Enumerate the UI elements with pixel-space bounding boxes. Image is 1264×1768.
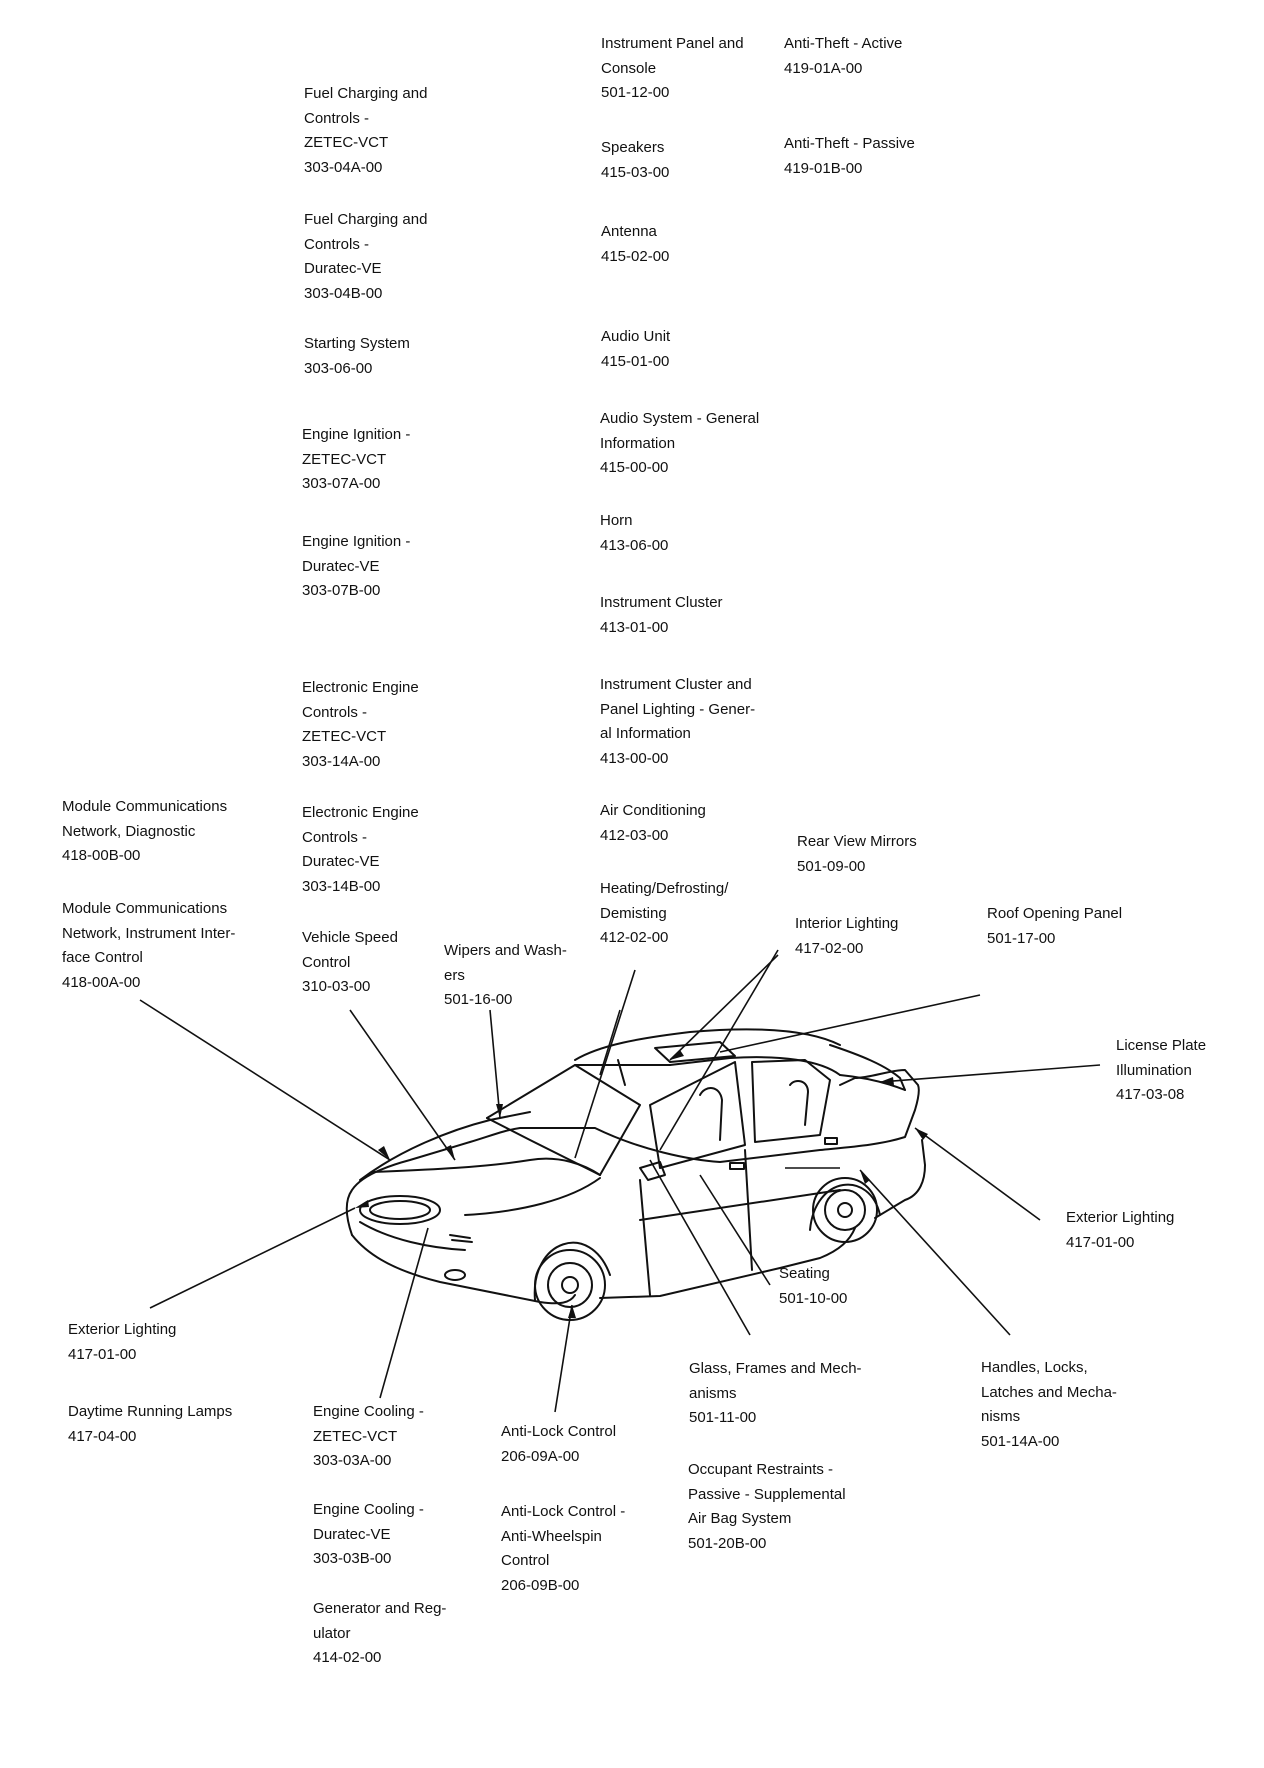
car-illustration: [347, 1029, 925, 1320]
leader-line: [349, 1009, 456, 1161]
leader-line: [649, 1159, 751, 1336]
leader-line: [719, 994, 981, 1053]
leader-line: [879, 1064, 1101, 1083]
leader-line: [699, 1174, 771, 1286]
leader-line: [859, 1169, 1011, 1336]
leader-line: [659, 949, 779, 1151]
label-occupant-restraints: Occupant Restraints -Passive - Supplemen…: [688, 1461, 846, 1552]
leader-line: [554, 1304, 573, 1413]
leader-line: [139, 999, 391, 1161]
leader-line: [379, 1227, 429, 1399]
leader-line: [489, 1009, 501, 1119]
leader-line: [669, 954, 779, 1061]
leader-line: [574, 969, 636, 1159]
leader-line: [914, 1127, 1041, 1221]
leader-line: [149, 1207, 356, 1309]
leader-lines: [139, 949, 1101, 1413]
leader-line: [599, 1009, 621, 1076]
